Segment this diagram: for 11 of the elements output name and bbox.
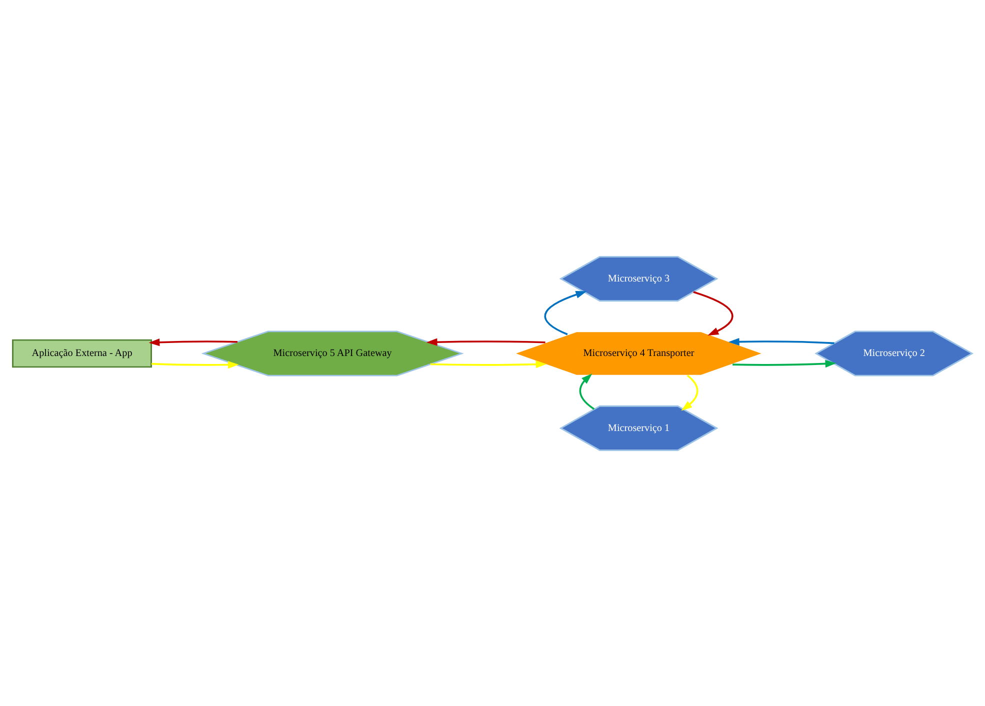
arrow <box>732 359 836 368</box>
arrow <box>693 290 734 335</box>
arrow <box>579 373 595 410</box>
arrow <box>681 374 698 410</box>
arrow <box>430 360 547 368</box>
arrow <box>426 338 546 346</box>
arrow <box>151 360 239 368</box>
arrow <box>544 290 587 335</box>
arrow <box>148 338 238 346</box>
node-box: Aplicação Externa - App <box>12 338 152 368</box>
arrow <box>728 337 834 346</box>
